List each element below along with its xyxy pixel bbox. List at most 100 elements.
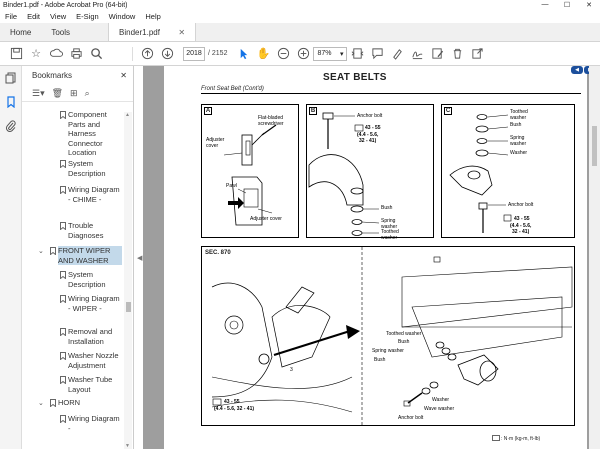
highlight-pen-icon[interactable] bbox=[387, 44, 407, 64]
seat-belt-exploded-illustration bbox=[211, 247, 573, 427]
bookmark-item[interactable]: System Description bbox=[58, 270, 124, 294]
label-torque-1: 43 - 55 bbox=[224, 399, 240, 405]
bookmark-icon bbox=[58, 271, 68, 279]
close-panel-icon[interactable]: ✕ bbox=[120, 71, 127, 80]
label-torque-2: (4.4 - 5.6, bbox=[357, 132, 379, 138]
export-icon[interactable] bbox=[467, 44, 487, 64]
menu-help[interactable]: Help bbox=[145, 12, 161, 21]
tab-home[interactable]: Home bbox=[10, 27, 32, 37]
bookmark-label: FRONT WIPER AND WASHER bbox=[58, 246, 122, 265]
label-washer: Washer bbox=[510, 150, 528, 156]
delete-bookmark-icon[interactable]: 🗑 bbox=[51, 87, 64, 98]
chevron-down-icon[interactable]: ⌄ bbox=[38, 248, 44, 255]
scroll-up-arrow-icon[interactable]: ▲ bbox=[125, 112, 130, 118]
menu-window[interactable]: Window bbox=[108, 12, 136, 21]
pages-thumbnail-icon[interactable] bbox=[0, 66, 22, 90]
label-washer: Washer bbox=[432, 397, 450, 403]
bookmark-label: Washer Nozzle Adjustment bbox=[68, 351, 119, 370]
title-bar: Binder1.pdf - Adobe Acrobat Pro (64-bit)… bbox=[0, 0, 600, 10]
scrollbar-thumb[interactable] bbox=[126, 302, 131, 312]
menu-edit[interactable]: Edit bbox=[27, 12, 41, 21]
bookmark-label: System Description bbox=[68, 159, 106, 178]
bookmark-item[interactable]: Washer Tube Layout bbox=[58, 375, 124, 398]
bookmark-panel-icon[interactable] bbox=[0, 90, 22, 114]
search-icon[interactable] bbox=[86, 44, 106, 64]
save-icon[interactable] bbox=[6, 44, 26, 64]
toolbar-separator bbox=[132, 46, 133, 61]
bookmark-item[interactable]: Wiring Diagram - CHIME - bbox=[58, 185, 124, 221]
menu-bar: File Edit View E-Sign Window Help bbox=[0, 10, 600, 23]
page-total: / 2152 bbox=[208, 50, 228, 57]
label-pawl: Pawl bbox=[226, 183, 237, 189]
bookmark-item[interactable]: Removal and Installation bbox=[58, 327, 124, 351]
tab-document[interactable]: Binder1.pdf ✕ bbox=[108, 23, 197, 41]
close-tab-icon[interactable]: ✕ bbox=[178, 27, 186, 37]
diagram-panel-sec-870: SEC. 870 bbox=[201, 246, 575, 427]
close-window-button[interactable]: ✕ bbox=[586, 2, 592, 9]
menu-view[interactable]: View bbox=[50, 12, 67, 21]
hand-tool-icon[interactable]: ✋ bbox=[256, 48, 271, 60]
label-torque-3: 32 - 41) bbox=[359, 138, 377, 144]
bookmark-item[interactable]: Wiring Diagram - bbox=[58, 414, 124, 434]
tab-bar: Home Tools Binder1.pdf ✕ bbox=[0, 23, 600, 42]
anchor-bolt-illustration bbox=[308, 112, 380, 236]
collapse-panel-arrow-icon[interactable]: ◀ bbox=[137, 255, 143, 262]
label-bush-2: Bush bbox=[374, 357, 386, 363]
attachment-paperclip-icon[interactable] bbox=[0, 114, 22, 138]
upload-cloud-icon[interactable] bbox=[46, 44, 66, 64]
new-bookmark-icon[interactable]: ⊞ bbox=[70, 87, 78, 98]
bookmark-label: HORN bbox=[58, 398, 81, 407]
edit-pdf-icon[interactable] bbox=[427, 44, 447, 64]
bookmark-icon bbox=[58, 352, 68, 360]
label-torque-2: (4.4 - 5.6, bbox=[510, 223, 532, 229]
bookmark-label: Wiring Diagram - bbox=[68, 414, 120, 433]
zoom-level-select[interactable]: 87% ▾ bbox=[313, 46, 348, 61]
bookmark-label: Removal and Installation bbox=[68, 327, 113, 346]
document-scrollbar-thumb[interactable] bbox=[592, 126, 597, 166]
page-back-icon[interactable]: ◀ bbox=[571, 66, 583, 74]
bookmark-icon bbox=[58, 295, 68, 303]
tab-tools[interactable]: Tools bbox=[51, 27, 71, 37]
bookmark-label: Wiring Diagram - CHIME - bbox=[68, 185, 120, 204]
document-viewport[interactable]: ◀ ▶ EXIT SEAT BELTS Front Seat Belt (Con… bbox=[143, 66, 600, 449]
zoom-out-icon[interactable] bbox=[273, 44, 293, 64]
section-code: SEC. 870 bbox=[205, 250, 231, 256]
bookmark-item[interactable]: Wiring Diagram - WIPER - bbox=[58, 294, 124, 327]
minimize-button[interactable]: — bbox=[541, 1, 549, 8]
bookmark-item[interactable]: Washer Nozzle Adjustment bbox=[58, 351, 124, 375]
menu-file[interactable]: File bbox=[5, 12, 18, 21]
pdf-page: ◀ ▶ EXIT SEAT BELTS Front Seat Belt (Con… bbox=[164, 66, 600, 449]
bookmark-item[interactable]: Trouble Diagnoses bbox=[58, 221, 124, 246]
page-number-input[interactable]: 2018 bbox=[183, 46, 205, 61]
previous-page-icon[interactable] bbox=[137, 44, 157, 64]
bookmark-label: Trouble Diagnoses bbox=[68, 221, 104, 240]
bookmark-item[interactable]: System Description bbox=[58, 159, 124, 185]
label-adjuster-cover: Adjuster cover bbox=[206, 137, 225, 149]
bookmark-icon bbox=[58, 328, 68, 336]
select-cursor-icon[interactable] bbox=[233, 44, 253, 64]
document-scrollbar[interactable] bbox=[589, 66, 600, 449]
next-page-icon[interactable] bbox=[157, 44, 177, 64]
print-icon[interactable] bbox=[66, 44, 86, 64]
scroll-down-arrow-icon[interactable]: ▼ bbox=[125, 443, 130, 449]
maximize-button[interactable]: ☐ bbox=[563, 2, 571, 9]
star-icon[interactable]: ☆ bbox=[31, 48, 41, 60]
bookmark-search-icon[interactable]: ⌕ bbox=[84, 87, 90, 98]
bookmark-item[interactable]: Component Parts and Harness Connector Lo… bbox=[58, 110, 124, 159]
bookmark-item-horn[interactable]: ⌄ HORN bbox=[38, 398, 124, 414]
bookmark-label: Wiring Diagram - WIPER - bbox=[68, 294, 120, 313]
fit-page-icon[interactable] bbox=[347, 44, 367, 64]
header-rule bbox=[201, 93, 581, 94]
label-toothed-washer: Toothed washer bbox=[386, 331, 422, 337]
bookmark-label: Washer Tube Layout bbox=[68, 375, 113, 394]
comment-icon[interactable] bbox=[367, 44, 387, 64]
delete-icon[interactable] bbox=[447, 44, 467, 64]
chevron-down-icon[interactable]: ⌄ bbox=[38, 400, 44, 407]
options-menu-icon[interactable]: ☰▾ bbox=[32, 87, 45, 98]
sign-icon[interactable] bbox=[407, 44, 427, 64]
bookmarks-scrollbar[interactable]: ▲ ▼ bbox=[124, 112, 132, 449]
zoom-in-icon[interactable] bbox=[293, 44, 313, 64]
bookmarks-toolbar: ☰▾ 🗑 ⊞ ⌕ bbox=[22, 85, 133, 102]
menu-esign[interactable]: E-Sign bbox=[76, 12, 99, 21]
bookmark-item-front-wiper-and-washer[interactable]: ⌄ FRONT WIPER AND WASHER bbox=[38, 246, 124, 270]
